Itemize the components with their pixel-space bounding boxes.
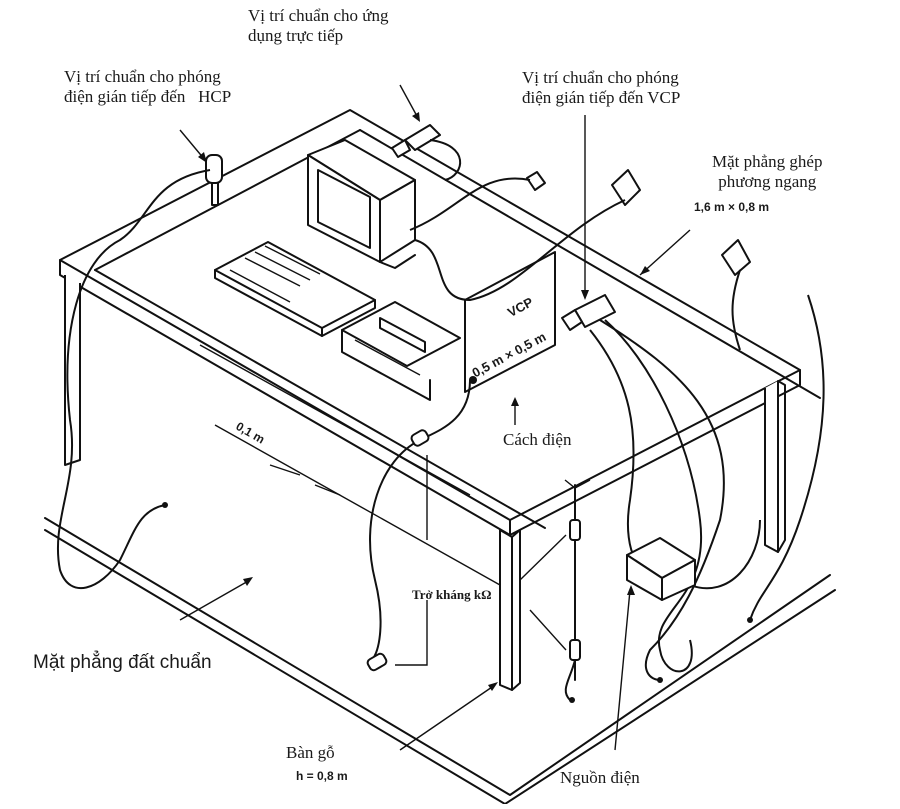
label-arrows bbox=[179, 577, 498, 751]
vertical-coupling-plane bbox=[464, 251, 556, 425]
coupling-clamps bbox=[526, 169, 751, 276]
label-direct-application-line1: Vị trí chuẩn cho ứng bbox=[248, 6, 389, 25]
resistor-chain bbox=[366, 429, 591, 703]
esd-probe-direct bbox=[391, 84, 441, 158]
label-horizontal-coupling-plane: Mặt phẳng ghép phương ngang bbox=[712, 152, 822, 191]
label-direct-application: Vị trí chuẩn cho ứng dụng trực tiếp bbox=[248, 6, 388, 45]
wooden-table bbox=[59, 109, 801, 691]
label-hcp-plane-line1: Mặt phẳng ghép bbox=[712, 152, 823, 171]
power-source bbox=[614, 537, 696, 751]
label-hcp: HCP bbox=[198, 86, 232, 106]
table-leg-right bbox=[764, 381, 779, 553]
label-wooden-table: Bàn gỗ bbox=[286, 743, 335, 762]
label-hcp-indirect: Vị trí chuẩn cho phóng điện gián tiếp đế… bbox=[64, 67, 231, 106]
keyboard bbox=[214, 241, 376, 337]
label-direct-application-line2: dụng trực tiếp bbox=[248, 25, 344, 45]
esd-probe-hcp bbox=[179, 129, 223, 206]
label-table-height: h = 0,8 m bbox=[296, 769, 348, 783]
cables bbox=[56, 139, 825, 683]
label-vcp-indirect-line1: Vị trí chuẩn cho phóng bbox=[522, 68, 679, 87]
label-hcp-indirect-text: điện gián tiếp đến bbox=[64, 86, 186, 106]
label-hcp-indirect-line1: Vị trí chuẩn cho phóng bbox=[64, 67, 221, 86]
label-insulation: Cách điện bbox=[503, 430, 572, 449]
label-hcp-indirect-line2: điện gián tiếp đến HCP bbox=[64, 87, 231, 107]
label-ground-reference-plane: Mặt phẳng đất chuẩn bbox=[33, 652, 212, 673]
label-vcp-indirect-line2: điện gián tiếp đến VCP bbox=[522, 87, 681, 107]
label-hcp-plane-line2: phương ngang bbox=[718, 171, 817, 191]
horizontal-coupling-plane bbox=[94, 129, 821, 586]
label-resistance: Trở kháng kΩ bbox=[412, 587, 492, 602]
esd-probe-vcp bbox=[561, 115, 616, 331]
label-power-source: Nguồn điện bbox=[560, 768, 640, 787]
peripheral-unit bbox=[341, 301, 461, 401]
monitor bbox=[307, 139, 416, 269]
table-leg-front bbox=[499, 529, 513, 691]
label-vcp-indirect: Vị trí chuẩn cho phóng điện gián tiếp đế… bbox=[522, 68, 680, 107]
label-hcp-size: 1,6 m × 0,8 m bbox=[694, 200, 770, 214]
